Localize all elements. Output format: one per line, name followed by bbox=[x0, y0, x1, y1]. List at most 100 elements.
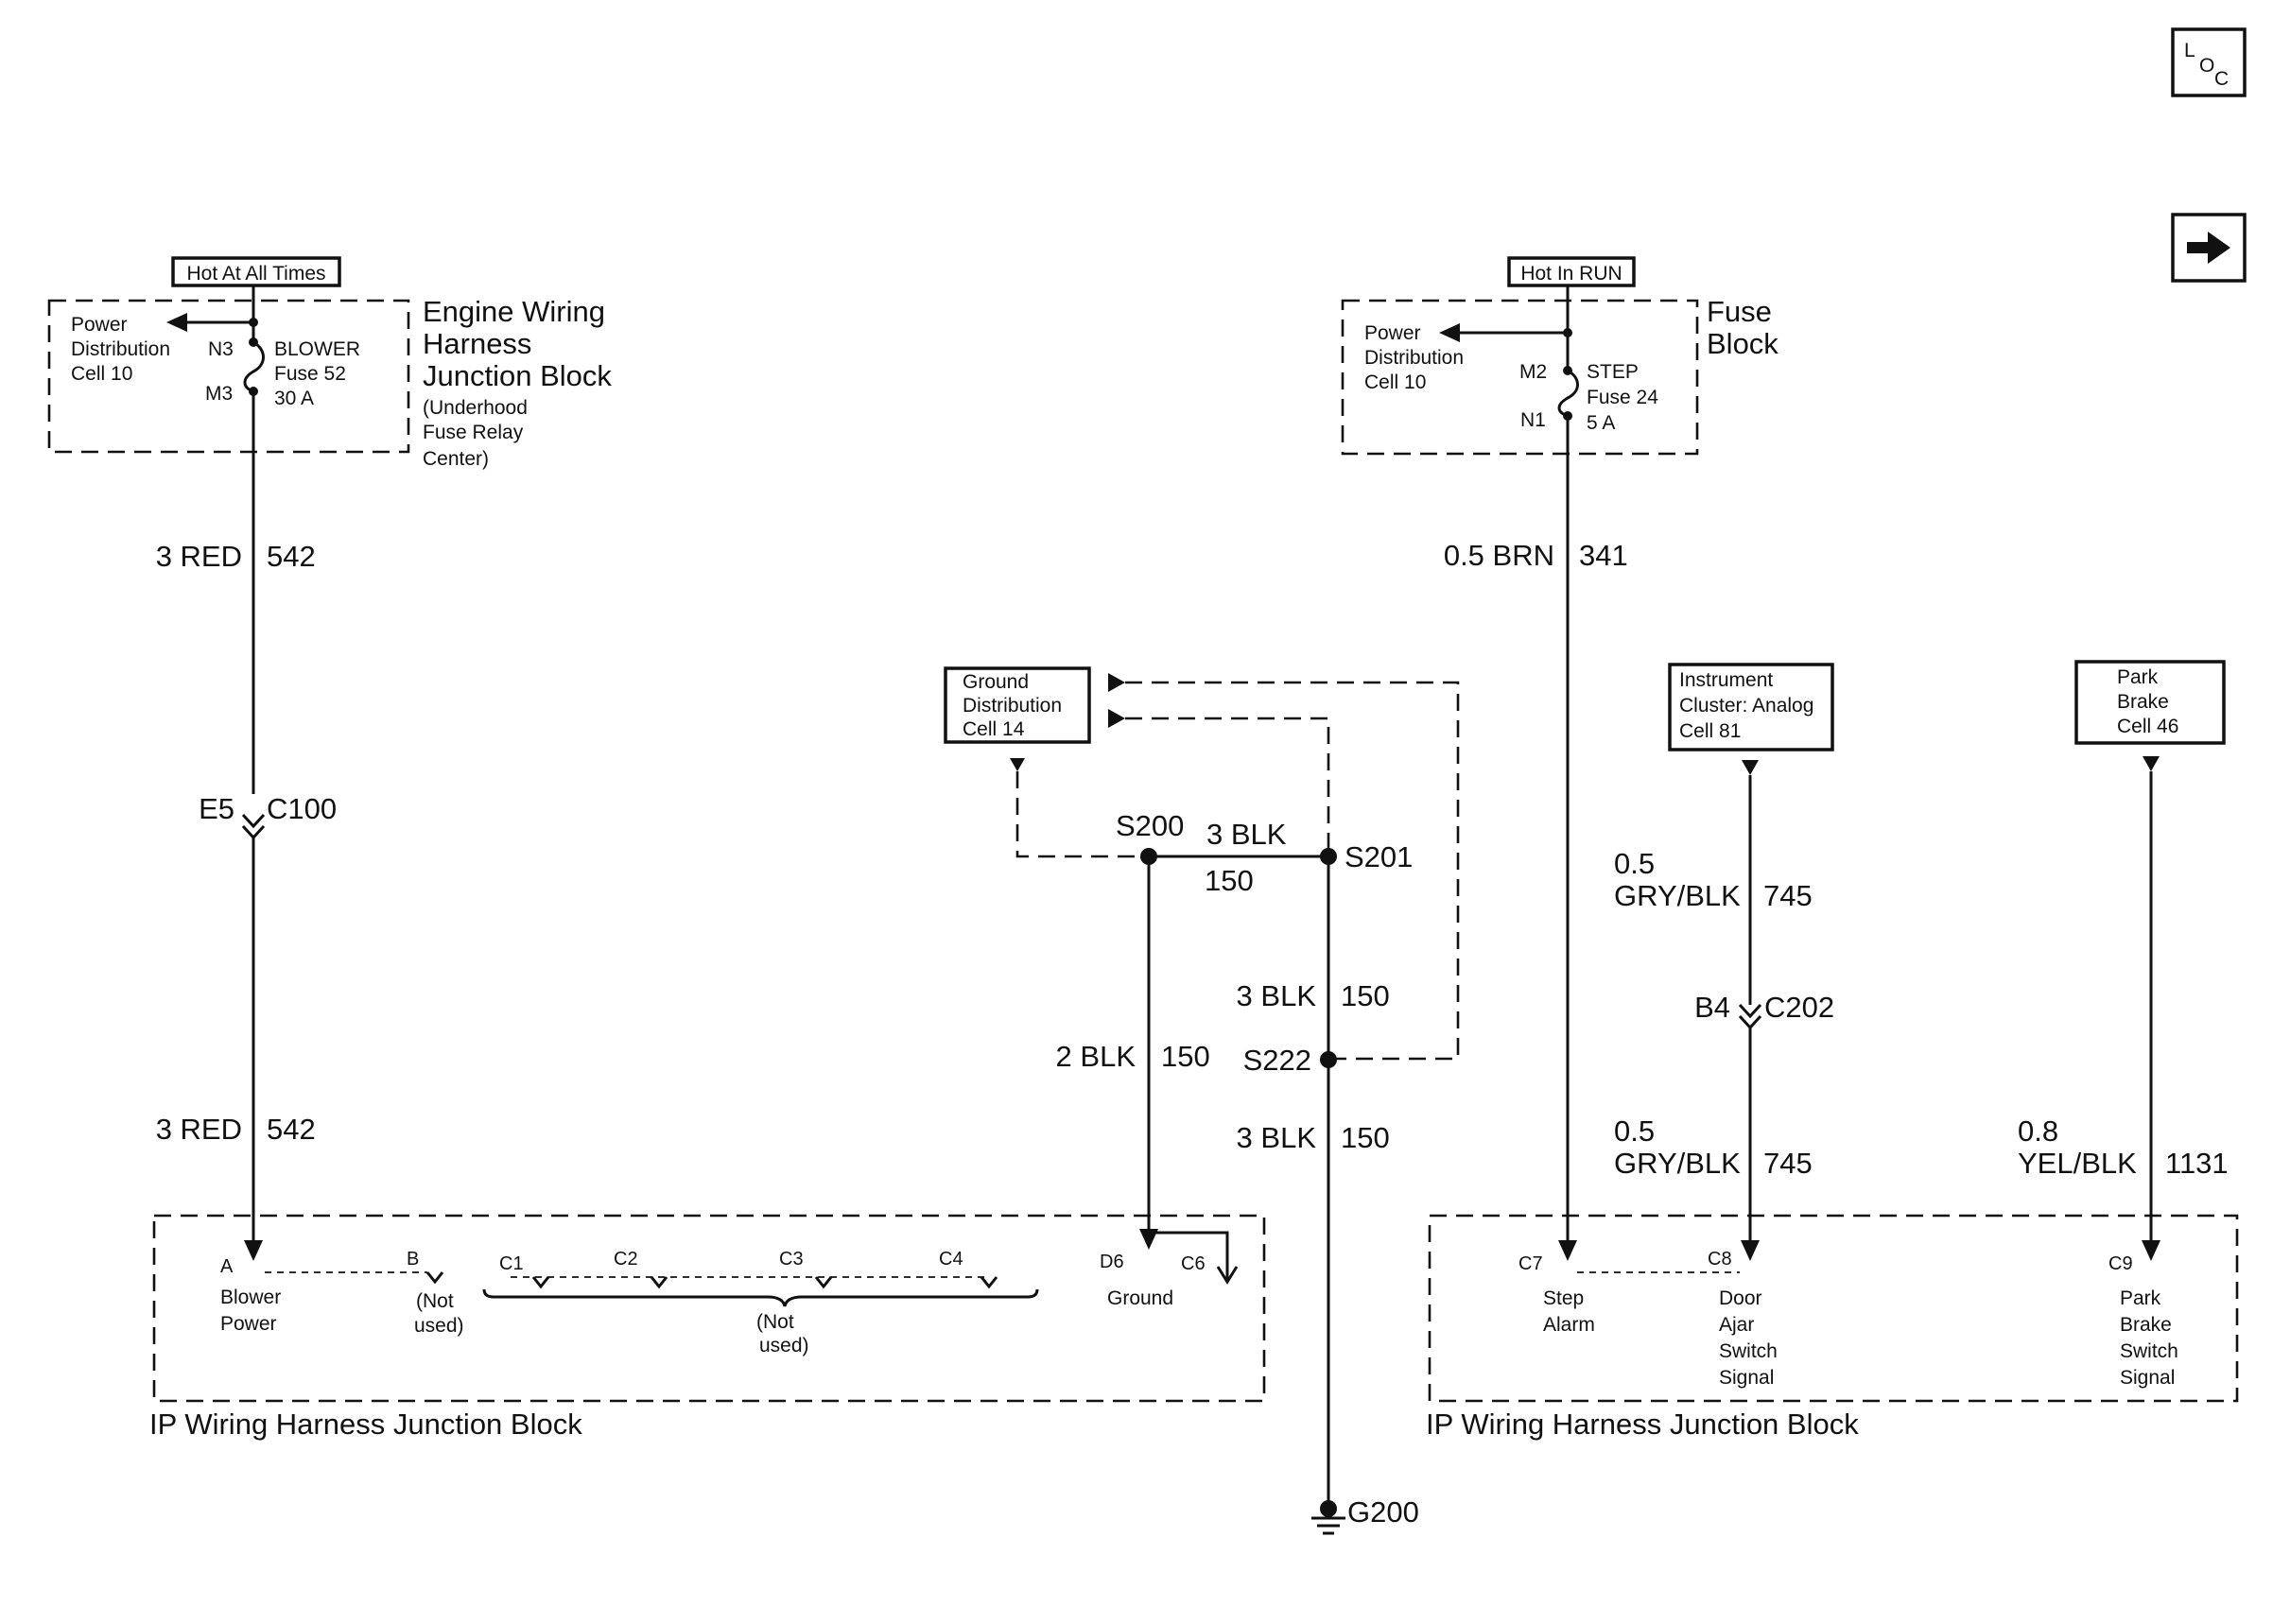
pin-c7: C7 bbox=[1518, 1253, 1543, 1274]
fuse-number: Fuse 52 bbox=[274, 363, 346, 385]
pin-c6: C6 bbox=[1181, 1253, 1206, 1274]
pin-a: A bbox=[220, 1256, 234, 1277]
fuse-number: Fuse 24 bbox=[1587, 387, 1658, 408]
blk-mid-circuit: 150 bbox=[1341, 979, 1390, 1012]
c202-pin: B4 bbox=[1694, 991, 1730, 1024]
blk-low-circuit: 150 bbox=[1341, 1121, 1390, 1154]
red-lower-circuit: 542 bbox=[267, 1113, 316, 1146]
hot-at-all-times-label: Hot At All Times bbox=[186, 263, 325, 285]
ip-right-outline bbox=[1428, 1214, 2239, 1403]
arrow-down-icon bbox=[1741, 1240, 1760, 1261]
engine-block-sub-1: (Underhood bbox=[423, 397, 528, 419]
ground-dist-3: Cell 14 bbox=[963, 718, 1025, 740]
loc-button[interactable]: L O C bbox=[2171, 27, 2247, 97]
yel-circuit: 1131 bbox=[2165, 1147, 2229, 1180]
s200-label: S200 bbox=[1116, 809, 1184, 842]
engine-junction-block: Hot At All Times Engine Wiring Harness J… bbox=[47, 256, 612, 470]
pin-c9: C9 bbox=[2108, 1253, 2133, 1274]
gry-lower-gauge-1: 0.5 bbox=[1614, 1114, 1655, 1148]
engine-block-sub-3: Center) bbox=[423, 448, 489, 470]
s222-label: S222 bbox=[1243, 1044, 1311, 1077]
c100-pin: E5 bbox=[199, 792, 234, 825]
right-arrow-icon bbox=[2187, 232, 2230, 264]
pin-c8: C8 bbox=[1708, 1249, 1732, 1270]
next-page-button[interactable] bbox=[2171, 213, 2247, 283]
engine-block-sub-2: Fuse Relay bbox=[423, 422, 524, 443]
blk-left-gauge: 2 BLK bbox=[1056, 1040, 1136, 1073]
arrow-left-icon bbox=[166, 313, 187, 332]
power-dist-1: Power bbox=[71, 314, 128, 336]
loc-c-letter: C bbox=[2214, 68, 2229, 90]
ip-junction-block-left: IP Wiring Harness Junction Block A Blowe… bbox=[149, 1214, 1266, 1441]
pin-c9-label-1: Park bbox=[2120, 1287, 2161, 1309]
pin-c8-label-1: Door bbox=[1719, 1287, 1762, 1309]
fuse-name: BLOWER bbox=[274, 338, 360, 360]
pin-b-label-1: (Not bbox=[416, 1290, 454, 1312]
power-dist-3: Cell 10 bbox=[71, 363, 132, 385]
gry-lower-gauge-2: GRY/BLK bbox=[1614, 1147, 1741, 1180]
not-used-brace bbox=[482, 1288, 1039, 1307]
pin-c9-label-3: Switch bbox=[2120, 1340, 2178, 1362]
power-dist-2: Distribution bbox=[1364, 347, 1464, 369]
ground-pin-label: Ground bbox=[1107, 1287, 1173, 1309]
power-dist-3: Cell 10 bbox=[1364, 371, 1426, 393]
instrument-cluster-ref: Instrument Cluster: Analog Cell 81 0.5 G… bbox=[1614, 663, 1834, 1261]
pin-a-label-2: Power bbox=[220, 1313, 277, 1335]
c202-name: C202 bbox=[1764, 991, 1834, 1024]
pin-n3: N3 bbox=[208, 338, 234, 360]
arrow-left-icon bbox=[1108, 673, 1125, 692]
pin-c1: C1 bbox=[499, 1253, 524, 1274]
blk-top-gauge: 3 BLK bbox=[1206, 818, 1287, 851]
pins-c-label-2: used) bbox=[759, 1335, 809, 1356]
blk-mid-gauge: 3 BLK bbox=[1237, 979, 1317, 1012]
pin-n1: N1 bbox=[1520, 409, 1546, 431]
pin-m2: M2 bbox=[1519, 361, 1547, 383]
pin-b-label-2: used) bbox=[414, 1315, 464, 1337]
engine-block-name-3: Junction Block bbox=[423, 359, 612, 392]
pin-c8-label-4: Signal bbox=[1719, 1367, 1774, 1389]
ip-left-title: IP Wiring Harness Junction Block bbox=[149, 1408, 582, 1441]
ground-network: G200 S200 S201 S222 3 BLK 150 2 BLK 150 … bbox=[1056, 809, 1419, 1535]
pin-a-label-1: Blower bbox=[220, 1287, 281, 1308]
fuse-block-name-1: Fuse bbox=[1707, 295, 1772, 328]
loc-o-letter: O bbox=[2199, 55, 2214, 77]
arrow-left-icon bbox=[1439, 323, 1460, 342]
pin-c4: C4 bbox=[939, 1249, 963, 1270]
pin-c9-label-2: Brake bbox=[2120, 1314, 2172, 1336]
hot-in-run-label: Hot In RUN bbox=[1520, 263, 1622, 285]
pins-c-label-1: (Not bbox=[756, 1311, 794, 1333]
gry-lower-circuit: 745 bbox=[1763, 1147, 1813, 1180]
fuse-name: STEP bbox=[1587, 361, 1639, 383]
arrow-down-icon bbox=[244, 1240, 263, 1261]
fuse-rating: 30 A bbox=[274, 388, 314, 409]
yel-gauge-2: YEL/BLK bbox=[2018, 1147, 2137, 1180]
red-upper-gauge: 3 RED bbox=[156, 540, 242, 573]
pin-b-terminal bbox=[425, 1271, 444, 1285]
ground-dist-2: Distribution bbox=[963, 695, 1062, 717]
g200-label: G200 bbox=[1347, 1495, 1419, 1529]
ip-left-outline bbox=[152, 1214, 1266, 1403]
park-brake-ref: Park Brake Cell 46 0.8 YEL/BLK 1131 bbox=[2018, 660, 2229, 1261]
ground-distribution-ref: Ground Distribution Cell 14 bbox=[944, 666, 1460, 1061]
pin-d6: D6 bbox=[1100, 1252, 1124, 1272]
gry-upper-gauge-2: GRY/BLK bbox=[1614, 879, 1741, 912]
fuse-block-name-2: Block bbox=[1707, 327, 1778, 360]
pin-c6-terminal bbox=[1216, 1266, 1239, 1285]
power-dist-1: Power bbox=[1364, 322, 1421, 344]
power-dist-2: Distribution bbox=[71, 338, 170, 360]
instrument-1: Instrument bbox=[1679, 669, 1773, 691]
pin-c3: C3 bbox=[779, 1249, 804, 1270]
instrument-2: Cluster: Analog bbox=[1679, 695, 1813, 717]
ground-dist-1: Ground bbox=[963, 671, 1029, 693]
engine-block-name-1: Engine Wiring bbox=[423, 295, 605, 328]
ip-junction-block-right: IP Wiring Harness Junction Block C7 Step… bbox=[1426, 1214, 2239, 1441]
arrow-left-icon bbox=[1108, 709, 1125, 728]
brn-circuit: 341 bbox=[1579, 539, 1628, 572]
yel-gauge-1: 0.8 bbox=[2018, 1114, 2058, 1148]
hot-at-all-times-label-box bbox=[171, 256, 341, 287]
connector-female-icon bbox=[1738, 1003, 1762, 1019]
pin-b: B bbox=[407, 1249, 419, 1270]
wire-brn-341: 0.5 BRN 341 bbox=[1444, 416, 1628, 1261]
brn-gauge: 0.5 BRN bbox=[1444, 539, 1554, 572]
gry-upper-circuit: 745 bbox=[1763, 879, 1813, 912]
